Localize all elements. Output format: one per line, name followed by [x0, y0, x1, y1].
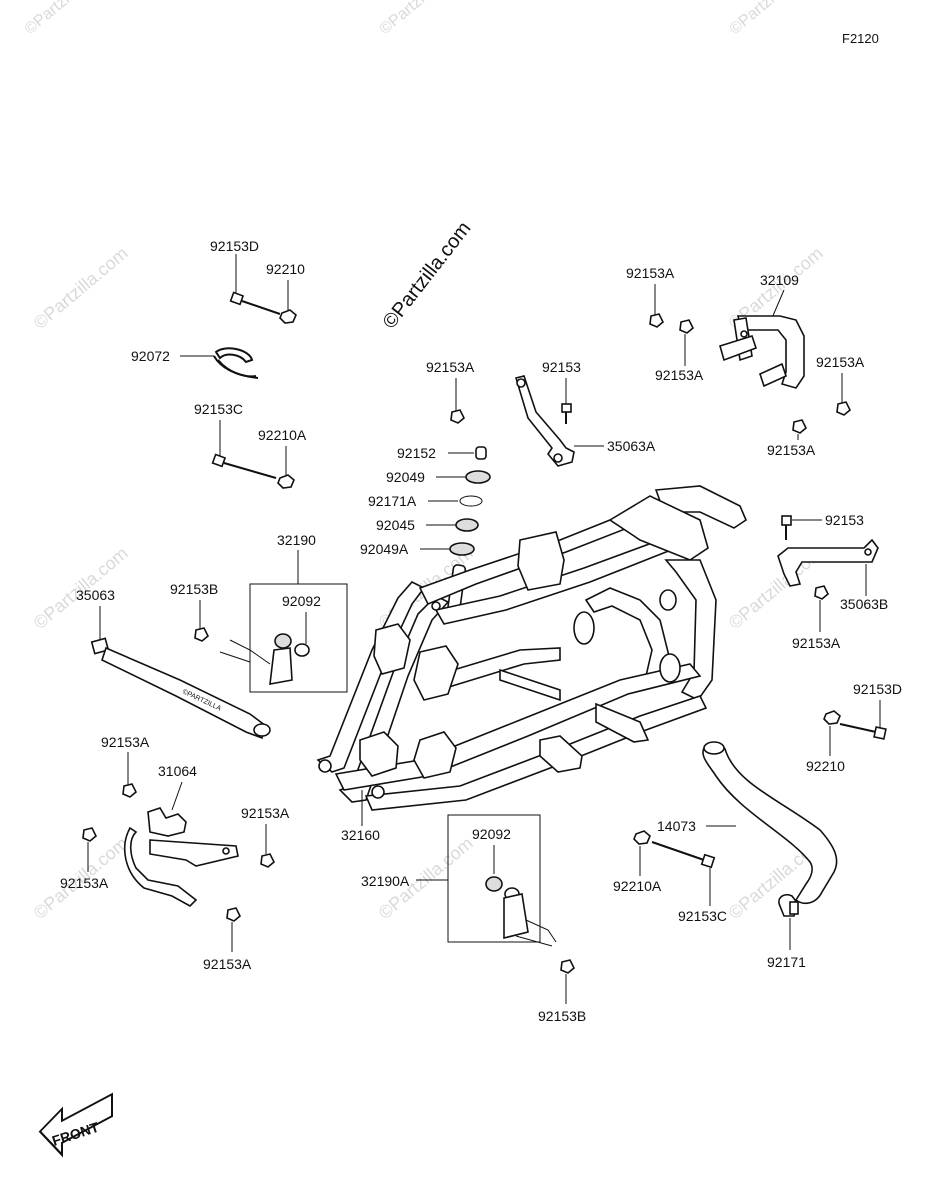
watermark: ©Partzilla.com: [377, 0, 467, 38]
circlip-92171A: [459, 495, 483, 507]
label-92153B-left: 92153B: [170, 581, 218, 597]
bearing-92045: [455, 518, 479, 532]
label-92210A-top: 92210A: [258, 427, 307, 443]
label-92153A-l2: 92153A: [60, 875, 109, 891]
bolt-92153A-r5: [814, 585, 829, 600]
label-92171A: 92171A: [368, 493, 417, 509]
hose-14073: [702, 741, 838, 905]
rear-frame-32109: [719, 315, 805, 389]
mount-bracket-32190: [219, 633, 310, 685]
partzilla-watermark: ©Partzilla.com: [379, 218, 476, 333]
oil-seal-92049A: [449, 542, 475, 556]
label-92153C-r: 92153C: [678, 908, 727, 924]
oil-seal-92049: [465, 470, 491, 484]
bracket-35063A: [514, 375, 575, 467]
label-92049A: 92049A: [360, 541, 409, 557]
watermark: ©Partzilla.com: [22, 0, 112, 38]
label-92153A-r4: 92153A: [767, 442, 816, 458]
label-31064: 31064: [158, 763, 197, 779]
bolt-92153A-l1: [122, 783, 137, 798]
bracket-group-box-32190: [249, 583, 348, 693]
bolt-92153D-r: [839, 723, 887, 740]
bolt-92153A-r1: [649, 313, 664, 328]
diagram-code: F2120: [842, 31, 879, 46]
label-92153-r: 92153: [825, 512, 864, 528]
bolt-92153A-l2: [82, 827, 97, 842]
label-35063: 35063: [76, 587, 115, 603]
label-92153C-top: 92153C: [194, 401, 243, 417]
label-92152: 92152: [397, 445, 436, 461]
label-92153A-r5: 92153A: [792, 635, 841, 651]
label-92153A-c1: 92153A: [426, 359, 475, 375]
label-92092-top: 92092: [282, 593, 321, 609]
bolt-92153-r: [781, 515, 792, 540]
label-35063A: 35063A: [607, 438, 656, 454]
bracket-group-box-32190A: [447, 814, 541, 943]
bolt-92153A-l4: [226, 907, 241, 922]
label-92045: 92045: [376, 517, 415, 533]
bolt-92153D-top: [229, 291, 297, 324]
label-92210A-r: 92210A: [613, 878, 662, 894]
bolt-92153A-r2: [679, 319, 694, 334]
bolt-92153B-left: [194, 627, 209, 642]
label-14073: 14073: [657, 818, 696, 834]
bracket-35063B: [777, 538, 879, 587]
label-92210-r: 92210: [806, 758, 845, 774]
label-92153A-r1: 92153A: [626, 265, 675, 281]
label-92153B-bot: 92153B: [538, 1008, 586, 1024]
label-32190A: 32190A: [361, 873, 410, 889]
bolt-92153A-r3: [836, 401, 851, 416]
mount-bracket-32190A: [485, 876, 557, 947]
main-frame-32160: [316, 485, 747, 811]
bolt-92153B-bot: [560, 959, 575, 974]
label-32160: 32160: [341, 827, 380, 843]
label-35063B: 35063B: [840, 596, 888, 612]
label-92153D-top: 92153D: [210, 238, 259, 254]
label-92092-bot: 92092: [472, 826, 511, 842]
label-92153-c: 92153: [542, 359, 581, 375]
bolt-92153-c: [561, 403, 572, 424]
bolt-92153C-top: [211, 453, 295, 489]
clamp-92171: [778, 893, 799, 917]
label-92153A-l3: 92153A: [241, 805, 290, 821]
bracket-31064: [123, 807, 239, 907]
label-92153A-l1: 92153A: [101, 734, 150, 750]
label-92153A-r3: 92153A: [816, 354, 865, 370]
label-92049: 92049: [386, 469, 425, 485]
clamp-92072: [213, 347, 259, 379]
bolt-92153A-r4: [792, 419, 807, 434]
bolt-92153C-r: [633, 830, 716, 869]
label-92171: 92171: [767, 954, 806, 970]
bolt-92153A-c1: [450, 409, 465, 424]
watermark-layer: ©Partzilla.com ©Partzilla.com ©Partzilla…: [22, 0, 827, 923]
nut-92210-r: [823, 710, 841, 725]
collar-92152: [475, 446, 487, 460]
watermark: ©Partzilla.com: [30, 243, 132, 333]
label-92153D-r: 92153D: [853, 681, 902, 697]
label-32190: 32190: [277, 532, 316, 548]
stay-rod-35063: ©PARTZILLA: [90, 637, 271, 740]
bolt-92153A-l3: [260, 853, 275, 868]
label-92072: 92072: [131, 348, 170, 364]
label-92153A-l4: 92153A: [203, 956, 252, 972]
label-92210-top: 92210: [266, 261, 305, 277]
watermark: ©Partzilla.com: [727, 0, 817, 38]
label-32109: 32109: [760, 272, 799, 288]
label-92153A-r2: 92153A: [655, 367, 704, 383]
front-arrow-icon: [38, 1092, 113, 1158]
